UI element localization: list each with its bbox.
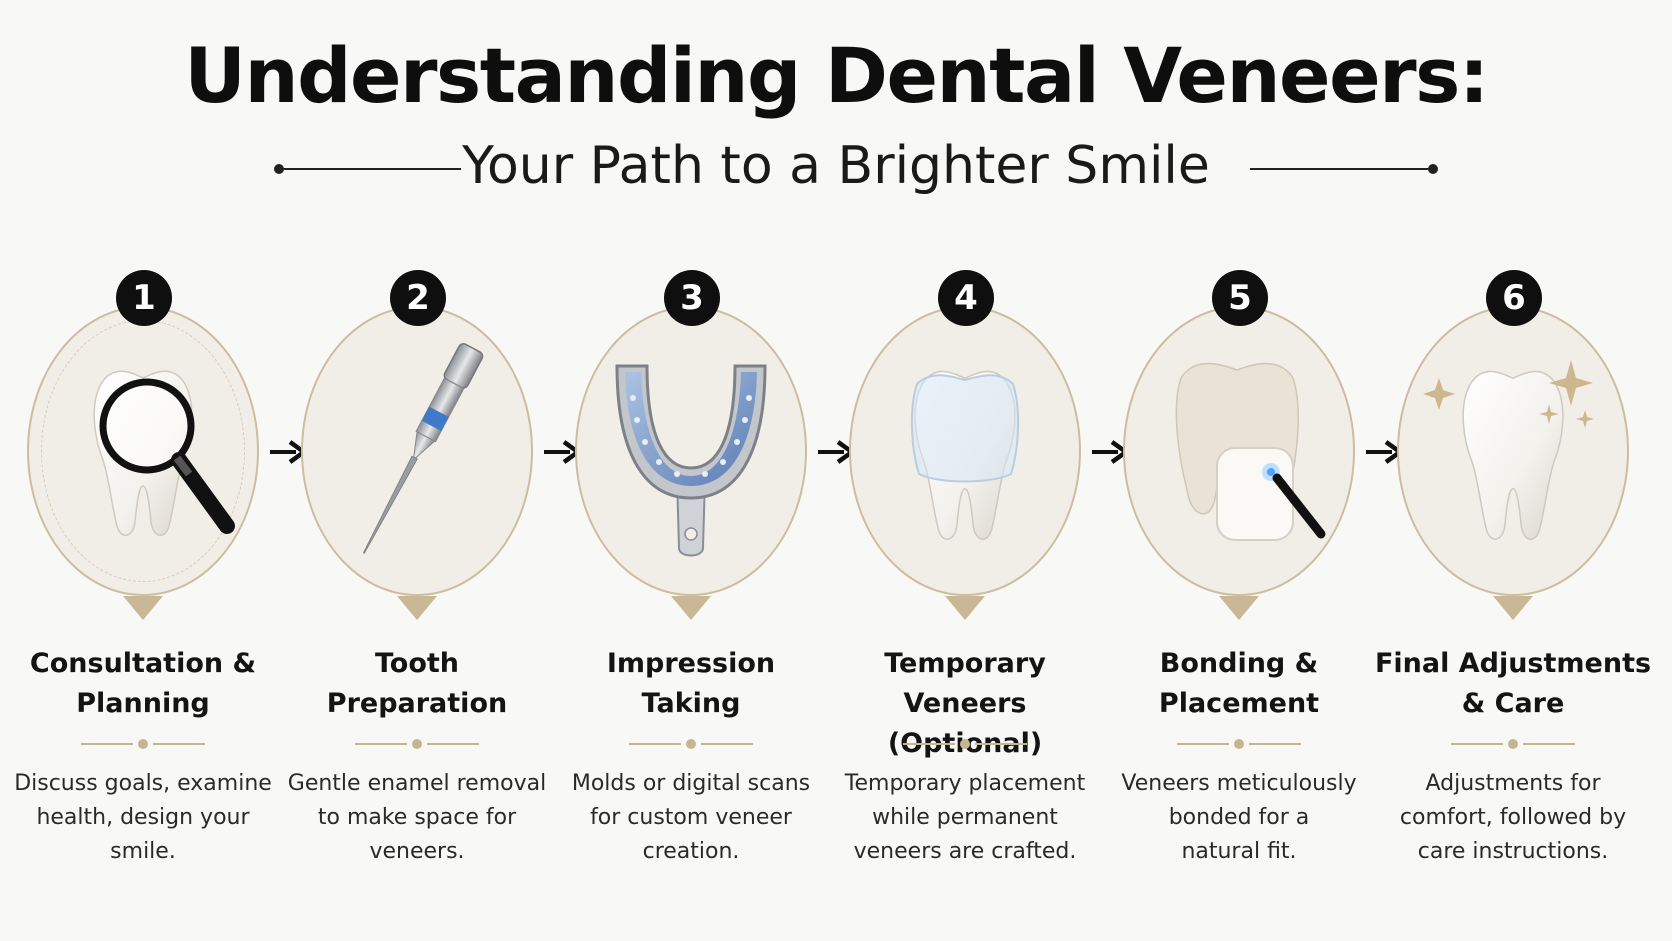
step-pointer xyxy=(945,596,985,620)
page-subtitle: Your Path to a Brighter Smile xyxy=(462,136,1210,196)
step-divider xyxy=(355,739,479,749)
step-divider xyxy=(1451,739,1575,749)
step-description: Discuss goals, examine health, design yo… xyxy=(14,771,272,864)
step-pointer xyxy=(671,596,711,620)
step-illustration-oval xyxy=(1123,306,1355,596)
step-title: Bonding & Placement xyxy=(1158,648,1320,719)
step-3: 3 Impression Taking Molds or digital sca… xyxy=(571,262,811,882)
impression-tray-icon xyxy=(615,364,767,557)
step-description: Veneers meticulously bonded for a natura… xyxy=(1121,771,1357,864)
dental-drill-icon xyxy=(362,343,484,554)
bonding-light-tooth-icon xyxy=(1175,362,1326,541)
step-title: Tooth Preparation xyxy=(326,648,508,719)
step-description: Gentle enamel removal to make space for … xyxy=(287,771,547,864)
step-number-badge: 2 xyxy=(390,270,446,326)
step-number-badge: 6 xyxy=(1486,270,1542,326)
rule-dot-left xyxy=(274,164,284,174)
step-6: 6 Final Adjustments & Care Adjustments f… xyxy=(1375,262,1651,882)
rule-right xyxy=(1250,168,1430,170)
step-illustration-oval xyxy=(849,306,1081,596)
step-description: Adjustments for comfort, followed by car… xyxy=(1399,771,1627,864)
step-pointer xyxy=(1219,596,1259,620)
step-number-badge: 3 xyxy=(664,270,720,326)
step-description: Temporary placement while permanent vene… xyxy=(844,771,1086,864)
magnifying-glass-tooth-icon xyxy=(93,370,235,537)
step-5: 5 Bonding & Placement Veneers meticulous… xyxy=(1119,262,1359,882)
step-divider xyxy=(903,739,1027,749)
sparkling-tooth-icon xyxy=(1423,360,1594,541)
step-number-badge: 1 xyxy=(116,270,172,326)
step-pointer xyxy=(397,596,437,620)
step-illustration-oval xyxy=(575,306,807,596)
step-pointer xyxy=(123,596,163,620)
rule-dot-right xyxy=(1428,164,1438,174)
step-illustration-oval xyxy=(1397,306,1629,596)
step-number-badge: 5 xyxy=(1212,270,1268,326)
step-illustration-oval xyxy=(301,306,533,596)
step-description: Molds or digital scans for custom veneer… xyxy=(571,771,811,864)
subtitle-row: Your Path to a Brighter Smile xyxy=(0,136,1672,206)
step-title: Final Adjustments & Care xyxy=(1374,648,1652,719)
step-divider xyxy=(629,739,753,749)
step-number-badge: 4 xyxy=(938,270,994,326)
step-4: 4 Temporary Veneers (Optional) Temporary… xyxy=(845,262,1085,882)
page-title: Understanding Dental Veneers: xyxy=(184,31,1489,120)
step-divider xyxy=(1177,739,1301,749)
step-title: Impression Taking xyxy=(606,648,776,719)
rule-left xyxy=(281,168,461,170)
temporary-veneer-tooth-icon xyxy=(910,370,1020,541)
step-divider xyxy=(81,739,205,749)
step-title: Consultation & Planning xyxy=(29,648,257,719)
step-pointer xyxy=(1493,596,1533,620)
step-illustration-oval xyxy=(27,306,259,596)
step-2: 2 Tooth Preparation Gentle enamel remova… xyxy=(288,262,546,882)
step-1: 1 Consultation & Planning Discuss goals,… xyxy=(14,262,272,882)
